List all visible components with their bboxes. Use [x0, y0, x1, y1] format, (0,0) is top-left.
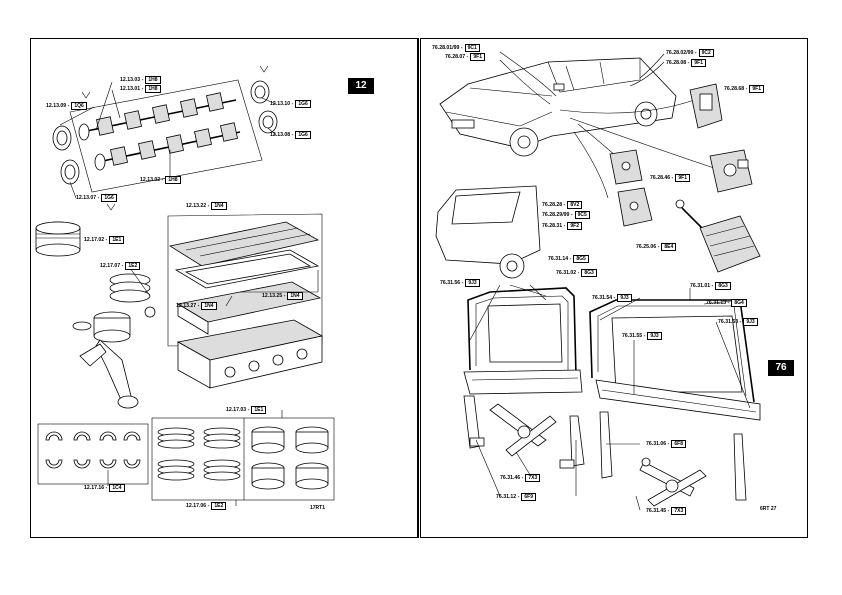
callout-76-25-06: 76.25.06 -8E4 — [636, 243, 677, 251]
section-tab-12: 12 — [348, 78, 374, 94]
callout-12-13-10: 12.13.10 -1G6 — [270, 100, 311, 108]
callout-12-13-08: 12.13.08 -1G6 — [270, 131, 311, 139]
figure-code-left: 17RT1 — [310, 505, 326, 511]
callout-76-31-53: 76.31.53 -9J3 — [718, 318, 758, 326]
callout-12-13-25: 12.13.25 -1N4 — [262, 292, 303, 300]
camshaft-lower — [94, 122, 241, 171]
callout-76-28-68: 76.28.68 -9F1 — [724, 85, 764, 93]
callout-12-13-09: 12.13.09 -1Q6 — [46, 102, 87, 110]
callout-12-13-27: 12.13.27 -1N4 — [176, 302, 217, 310]
callout-12-17-07: 12.17.07 -1E2 — [100, 262, 141, 270]
door-latch — [689, 83, 723, 129]
callout-76-28-02-99: 76.28.02/99 -9C2 — [666, 49, 714, 57]
callout-76-31-13: 76.31.13 -8G4 — [706, 299, 747, 307]
left-page — [30, 38, 418, 538]
callout-12-13-22: 12.13.22 -1N4 — [186, 202, 227, 210]
spread-divider — [418, 38, 419, 538]
callout-76-28-01-99: 76.28.01/99 -9C1 — [432, 44, 480, 52]
callout-76-28-29-99: 76.28.29/99 -9C5 — [542, 211, 590, 219]
car-rear-view — [435, 185, 541, 279]
rear-door-glass-assembly — [463, 287, 583, 395]
piston-set — [251, 426, 329, 490]
gear-lever-boot — [675, 199, 761, 273]
callout-12-13-07: 12.13.07 -1G6 — [76, 194, 117, 202]
callout-12-17-06: 12.17.06 -1E2 — [186, 502, 227, 510]
callout-76-31-54: 76.31.54 -9J3 — [592, 294, 632, 302]
callout-12-17-03: 12.17.03 -1E1 — [226, 406, 267, 414]
callout-76-31-02: 76.31.02 -8G3 — [556, 269, 597, 277]
callout-76-31-46: 76.31.46 -7X3 — [500, 474, 541, 482]
callout-76-31-55: 76.31.55 -9J3 — [622, 332, 662, 340]
car-front-view — [439, 57, 677, 157]
callout-76-31-14: 76.31.14 -8G5 — [548, 255, 589, 263]
callout-76-31-01: 76.31.01 -8G3 — [690, 282, 731, 290]
cover-gasket — [174, 249, 320, 289]
front-door-glass-assembly — [589, 299, 761, 421]
callout-76-28-46: 76.28.46 -9F1 — [650, 174, 690, 182]
callout-76-31-56: 76.31.56 -9J3 — [440, 279, 480, 287]
bearing-shells — [45, 431, 141, 469]
callout-12-17-16: 12.17.16 -1C4 — [84, 484, 125, 492]
callout-12-13-02: 12.13.02 -1H8 — [140, 176, 181, 184]
piston-set-box — [151, 417, 335, 501]
cylinder-head — [176, 319, 324, 389]
tailgate-lock — [617, 187, 653, 227]
callout-76-31-06: 76.31.06 -6F8 — [646, 440, 686, 448]
striker-plate — [609, 149, 643, 185]
valve-cover — [168, 221, 320, 267]
front-window-regulator — [599, 411, 747, 507]
callout-12-17-02: 12.17.02 -1E1 — [84, 236, 125, 244]
piston-left — [35, 221, 81, 257]
callout-12-13-01: 12.13.01 -1H8 — [120, 85, 161, 93]
callout-76-28-08: 76.28.08 -9F1 — [666, 59, 706, 67]
rear-window-regulator — [463, 395, 585, 469]
callout-76-31-12: 76.31.12 -6F9 — [496, 493, 536, 501]
lock-mechanism — [709, 149, 753, 193]
callout-76-28-31: 76.28.31 -9F2 — [542, 222, 582, 230]
callout-76-28-28: 76.28.28 -8V2 — [542, 201, 583, 209]
ring-sets — [157, 427, 241, 481]
callout-76-31-45: 76.31.45 -7X3 — [646, 507, 687, 515]
piston-and-conrod — [72, 306, 156, 409]
callout-12-13-03: 12.13.03 -1H8 — [120, 76, 161, 84]
section-tab-76: 76 — [768, 360, 794, 376]
camshaft-upper — [78, 92, 237, 141]
bearing-shells-box — [37, 423, 149, 485]
figure-code-right: 6RT 27 — [760, 506, 777, 512]
callout-76-28-07: 76.28.07 -9F1 — [445, 53, 485, 61]
